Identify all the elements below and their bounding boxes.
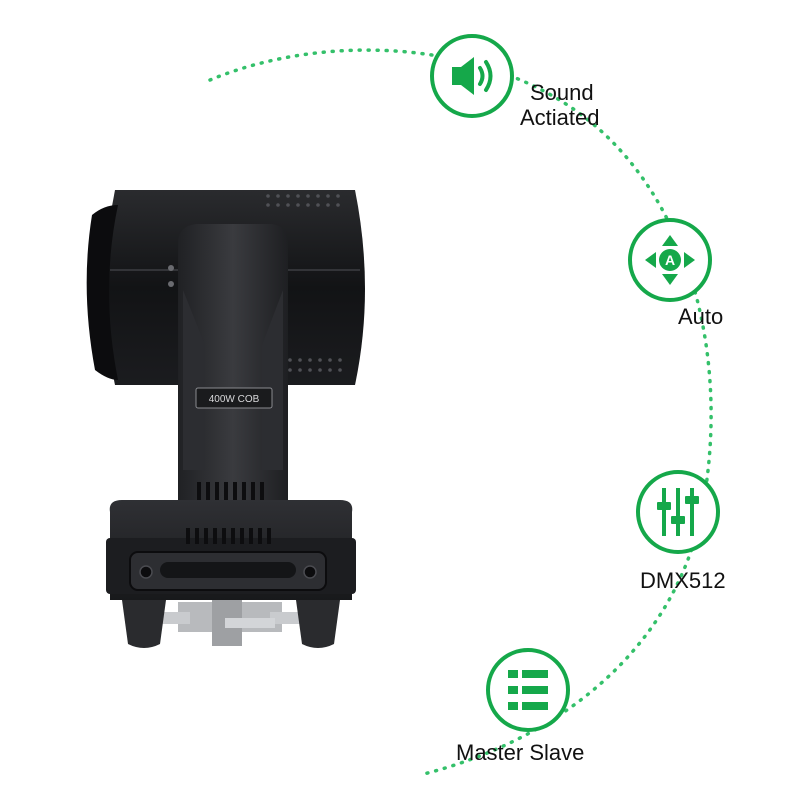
vent-grille-top <box>266 194 340 207</box>
feature-label-line: Sound <box>530 80 594 105</box>
vent-grille-bottom <box>288 358 342 372</box>
feature-icon-ring <box>430 34 514 118</box>
auto-letter: A <box>665 252 675 268</box>
feature-label-line: Auto <box>678 304 724 329</box>
feature-label: Sound Actiated <box>520 80 600 130</box>
feature-icon-ring <box>636 470 720 554</box>
sliders-icon <box>657 488 699 536</box>
model-plate <box>195 387 273 409</box>
model-plate-text: 400W COB <box>209 394 260 405</box>
mounting-bracket <box>160 600 300 646</box>
fixture-foot-right <box>296 600 340 648</box>
feature-label: Auto <box>678 304 723 329</box>
feature-icon-ring <box>486 648 570 732</box>
feature-icon-ring: A <box>628 218 712 302</box>
feature-label-line: DMX512 <box>640 568 726 593</box>
fixture-yoke-arm: 400W COB <box>178 224 288 505</box>
arm-vent-slots <box>197 482 264 500</box>
base-vent-slots <box>186 528 271 544</box>
feature-label: DMX512 <box>640 568 726 593</box>
fixture-foot-left <box>122 600 166 648</box>
speaker-icon <box>452 57 493 95</box>
fixture-base <box>106 500 356 648</box>
list-icon <box>508 670 548 710</box>
auto-arrows-icon: A <box>645 235 695 285</box>
feature-label-line: Master Slave <box>456 740 585 765</box>
feature-label-line: Actiated <box>520 105 600 130</box>
feature-label: Master Slave <box>456 740 584 765</box>
